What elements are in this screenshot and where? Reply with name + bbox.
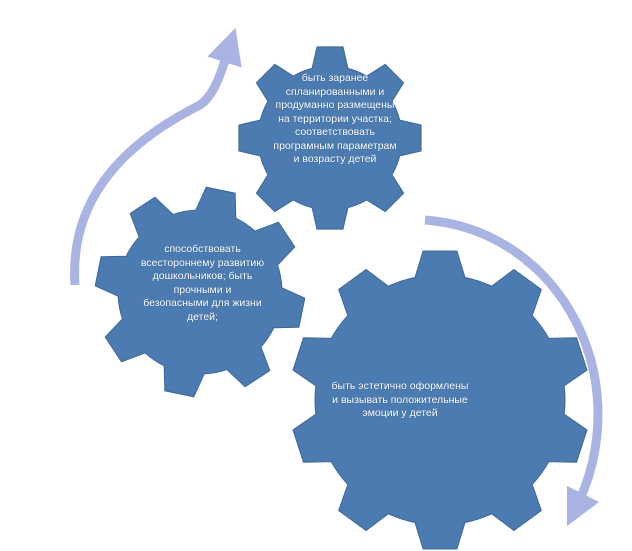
gear-left (94, 186, 306, 398)
cycle-arrow-right (424, 215, 603, 527)
gear-top (238, 46, 422, 230)
cycle-arrow-left (70, 27, 242, 286)
gear-left-text: способствовать всестороннему развитию до… (140, 243, 265, 323)
gear-top-text: быть заранее спланированными и продуманн… (273, 72, 397, 165)
gear-large (292, 250, 588, 550)
gear-large-text: быть эстетично оформлены и вызывать поло… (331, 380, 469, 419)
